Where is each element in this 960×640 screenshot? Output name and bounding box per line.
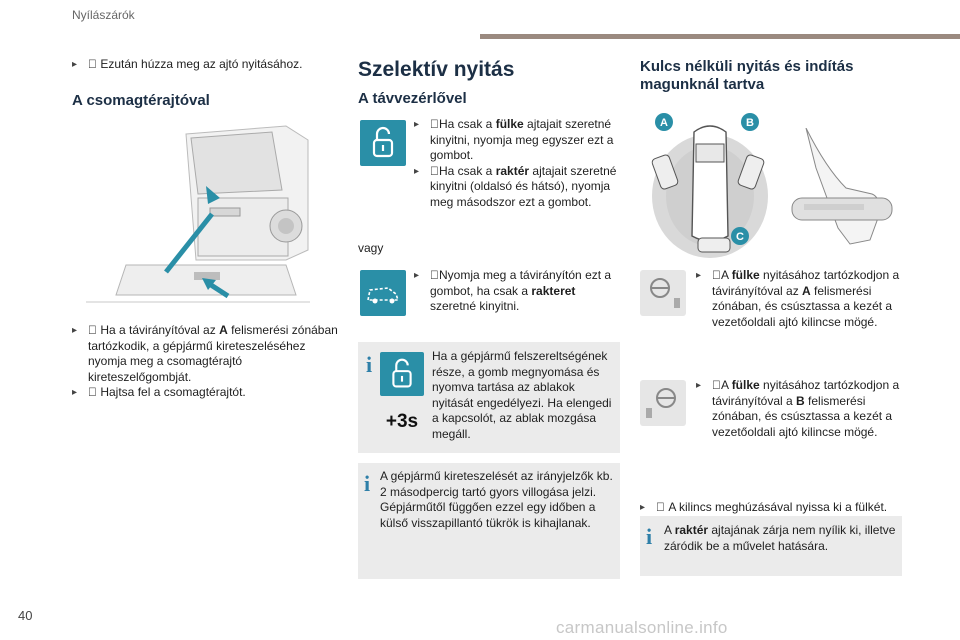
detection-zone-diagram: A B C bbox=[651, 113, 768, 258]
or-text: vagy bbox=[358, 241, 384, 255]
intro-text: Ezután húzza meg az ajtó nyitásához. bbox=[100, 57, 303, 71]
handle-pull-bullet: ▸ A kilincs meghúzásával nyissa ki a fül… bbox=[640, 499, 888, 514]
zone-label-a: A bbox=[660, 117, 668, 129]
keyless-item-1: ▸A fülke nyitásához tartózkodjon a távir… bbox=[696, 268, 900, 329]
tailgate-heading: A csomagtérajtóval bbox=[72, 92, 210, 109]
info-box-cargo: i A raktér ajtajának zárja nem nyílik ki… bbox=[640, 516, 902, 576]
keyless-heading: Kulcs nélküli nyitás és indítás magunkná… bbox=[640, 58, 854, 93]
watermark: carmanualsonline.info bbox=[556, 618, 728, 637]
bullet-2: ▸ Hajtsa fel a csomagtérajtót. bbox=[72, 385, 246, 399]
info-box-windows: i +3s Ha a gépjármű felszereltségének ré… bbox=[358, 342, 620, 453]
hand-on-handle-illustration bbox=[791, 128, 893, 245]
page-number: 40 bbox=[18, 608, 33, 623]
padlock-icon-tile bbox=[380, 352, 424, 396]
info-text-windows: Ha a gépjármű felszereltségének része, a… bbox=[432, 349, 612, 441]
tailgate-bullets: ▸ Ha a távirányítóval az A felismerési z… bbox=[72, 323, 342, 401]
info-box-indicators: i A gépjármű kireteszelését az irányjelz… bbox=[358, 463, 620, 579]
remote-instructions-2: ▸Nyomja meg a távirányítón ezt a gombot,… bbox=[414, 268, 612, 313]
steering-wheel-key-icon-b bbox=[640, 380, 686, 426]
keyless-item-2: ▸A fülke nyitásához tartózkodjon a távir… bbox=[696, 378, 900, 439]
header-bar bbox=[480, 34, 960, 39]
bullet-1: ▸ Ha a távirányítóval az A felismerési z… bbox=[72, 323, 338, 384]
padlock-open-icon bbox=[392, 358, 412, 388]
info-icon: i bbox=[366, 352, 373, 377]
section-title: Nyílászárók bbox=[72, 8, 135, 22]
intro-bullet: ▸ Ezután húzza meg az ajtó nyitásához. bbox=[72, 57, 342, 73]
bullet-marker: ▸ bbox=[72, 59, 78, 70]
info-icon: i bbox=[646, 524, 653, 549]
cargo-button-icon bbox=[360, 270, 406, 316]
zone-label-b: B bbox=[746, 117, 754, 129]
padlock-open-icon bbox=[372, 126, 394, 158]
info-icon: i bbox=[364, 471, 371, 496]
tailgate-illustration bbox=[86, 125, 310, 303]
info-text-indicators: A gépjármű kireteszelését az irányjelzők… bbox=[380, 469, 613, 530]
hold-3s-badge: +3s bbox=[385, 411, 419, 432]
van-unlock-icon bbox=[367, 287, 400, 304]
steering-wheel-key-icon bbox=[640, 270, 686, 316]
info-text-cargo: A raktér ajtajának zárja nem nyílik ki, … bbox=[664, 523, 896, 553]
selective-heading: Szelektív nyitás bbox=[358, 58, 515, 81]
zone-label-c: C bbox=[736, 231, 744, 243]
remote-subheading: A távvezérlővel bbox=[358, 90, 467, 107]
remote-instructions-1: ▸Ha csak a fülke ajtajait szeretné kinyi… bbox=[414, 117, 617, 209]
unlock-button-icon bbox=[360, 120, 406, 166]
